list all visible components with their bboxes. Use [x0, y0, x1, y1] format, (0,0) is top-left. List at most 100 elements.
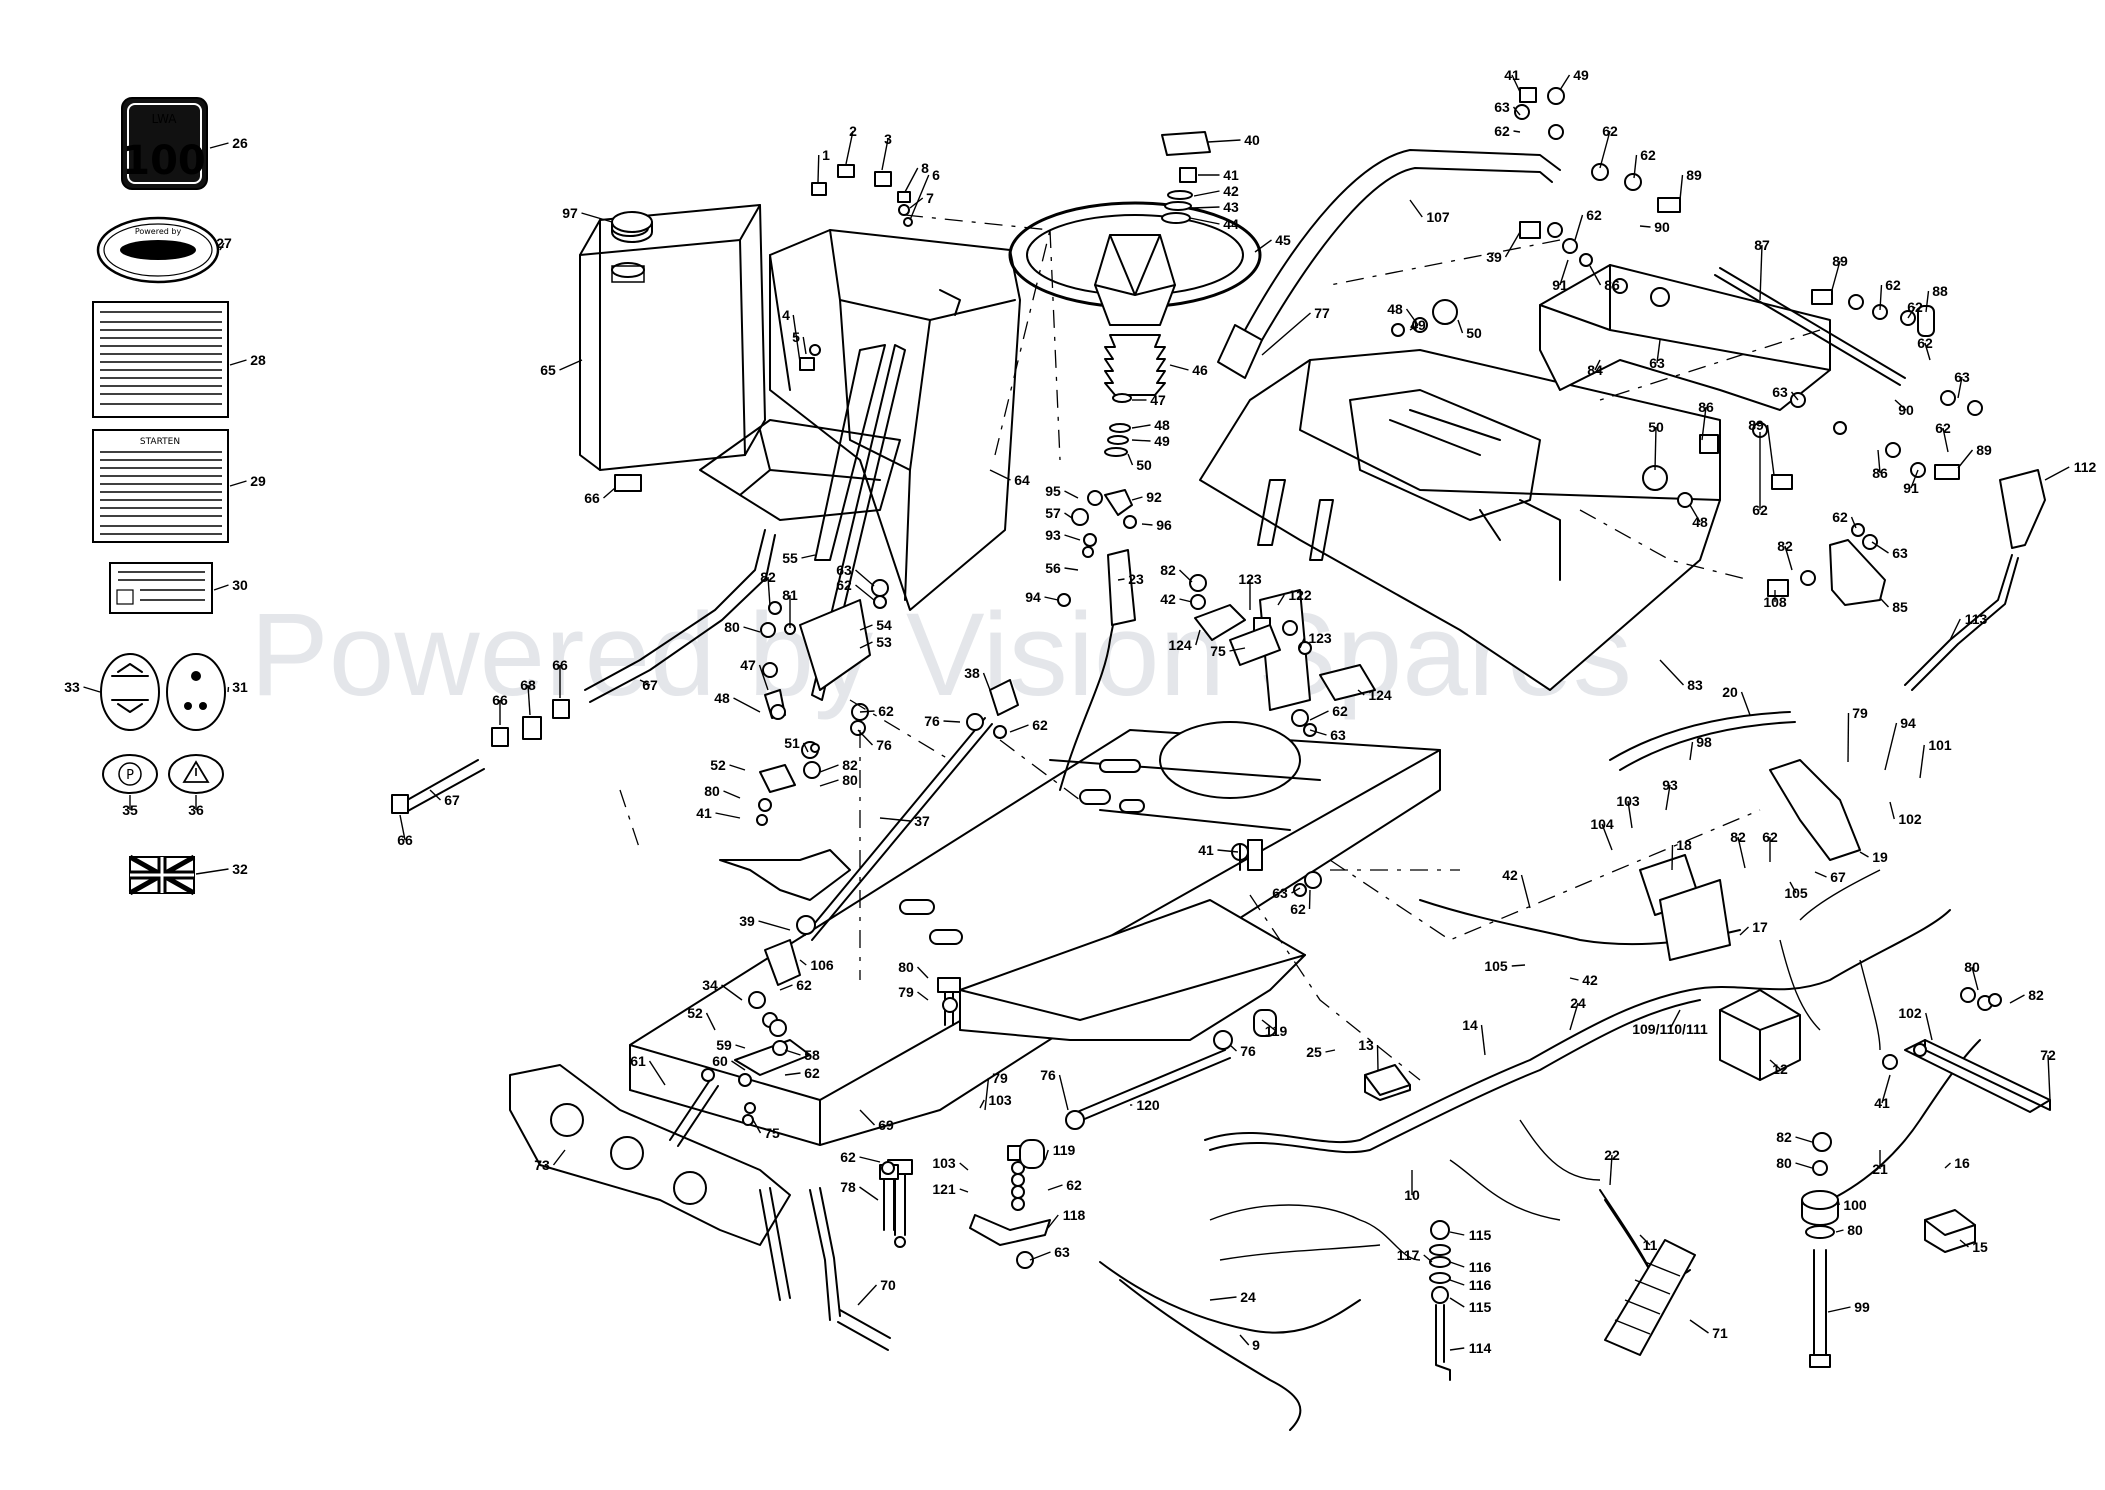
- callout-63: 63: [1494, 99, 1510, 115]
- callout-leader-66: [603, 487, 616, 499]
- callout-75: 75: [764, 1125, 780, 1141]
- callout-leader-73: [552, 1149, 566, 1166]
- callout-leader-28: [229, 359, 247, 366]
- callout-18: 18: [1676, 837, 1692, 853]
- callout-leader-78: [859, 1186, 879, 1201]
- callout-35: 35: [122, 802, 138, 818]
- callout-82: 82: [1730, 829, 1746, 845]
- bracket-85: [1829, 539, 1886, 606]
- callout-leader-88: [1925, 290, 1930, 313]
- callout-leader-97: [581, 212, 613, 223]
- callout-leader-42: [1193, 190, 1220, 197]
- tank-foot-66: [614, 474, 642, 492]
- callout-33: 33: [64, 679, 80, 695]
- connector-15: [1924, 1209, 1976, 1253]
- callout-leader-100: [1837, 1199, 1840, 1206]
- callout-leader-75: [1229, 647, 1246, 652]
- callout-leader-94: [1044, 596, 1059, 601]
- callout-122: 122: [1288, 587, 1312, 603]
- decal-briggs-stratton: Powered by BRIGGS & STRATTON: [96, 216, 220, 284]
- callout-leader-89: [1957, 449, 1974, 469]
- callout-leader-56: [1064, 567, 1079, 571]
- callout-25: 25: [1306, 1044, 1322, 1060]
- callout-leader-42: [1569, 977, 1579, 981]
- callout-leader-113: [1949, 618, 1961, 641]
- callout-leader-39: [758, 920, 791, 931]
- callout-78: 78: [840, 1179, 856, 1195]
- callout-leader-62: [1513, 130, 1521, 133]
- callout-leader-93: [1665, 784, 1671, 811]
- callout-105: 105: [1784, 885, 1808, 901]
- callout-leader-47: [758, 664, 769, 691]
- callout-leader-66: [399, 814, 406, 841]
- front-left-fasteners: [701, 915, 961, 1231]
- callout-30: 30: [232, 577, 248, 593]
- callout-leader-39: [1504, 231, 1521, 258]
- callout-leader-105: [1789, 881, 1797, 894]
- callout-117: 117: [1397, 1247, 1420, 1263]
- callout-28: 28: [250, 352, 266, 368]
- callout-91: 91: [1903, 480, 1919, 496]
- callout-leader-50: [1457, 319, 1464, 334]
- callout-86: 86: [1604, 277, 1620, 293]
- callout-leader-124: [1195, 629, 1201, 646]
- callout-leader-13: [1376, 1044, 1379, 1071]
- callout-94: 94: [1900, 715, 1916, 731]
- callout-leader-112: [2044, 466, 2070, 481]
- callout-81: 81: [782, 587, 798, 603]
- callout-47: 47: [740, 657, 756, 673]
- callout-leader-24: [1569, 1002, 1579, 1031]
- callout-96: 96: [1156, 517, 1172, 533]
- callout-leader-82: [819, 764, 839, 773]
- callout-83: 83: [1687, 677, 1703, 693]
- callout-116: 116: [1469, 1259, 1492, 1275]
- callout-113: 113: [1965, 611, 1988, 627]
- callout-leader-33: [83, 686, 101, 693]
- callout-124: 124: [1168, 637, 1192, 653]
- callout-68: 68: [520, 677, 536, 693]
- callout-leader-52: [729, 764, 746, 771]
- callout-leader-93: [1064, 534, 1081, 541]
- callout-leader-76: [857, 729, 874, 746]
- callout-47: 47: [1150, 392, 1166, 408]
- callout-leader-90: [1894, 399, 1907, 411]
- callout-leader-64: [989, 469, 1011, 481]
- callout-leader-27: [219, 242, 225, 251]
- callout-100: 100: [1843, 1197, 1867, 1213]
- callout-7: 7: [926, 190, 934, 206]
- callout-leader-79: [917, 991, 929, 1001]
- callout-114: 114: [1469, 1340, 1492, 1356]
- callout-29: 29: [250, 473, 266, 489]
- callout-116: 116: [1469, 1277, 1492, 1293]
- callout-41: 41: [1198, 842, 1214, 858]
- callout-leader-99: [1827, 1306, 1851, 1313]
- callout-62: 62: [840, 1149, 856, 1165]
- callout-103: 103: [932, 1155, 956, 1171]
- callout-leader-76: [1229, 1044, 1237, 1052]
- callout-8: 8: [921, 160, 929, 176]
- callout-5: 5: [792, 329, 800, 345]
- callout-6: 6: [932, 167, 940, 183]
- callout-62: 62: [1752, 502, 1768, 518]
- callout-leader-62: [1309, 710, 1329, 721]
- callout-55: 55: [782, 550, 798, 566]
- callout-45: 45: [1275, 232, 1291, 248]
- callout-leader-62: [859, 1156, 881, 1163]
- callout-leader-63: [1029, 1251, 1051, 1261]
- callout-leader-75: [751, 1117, 762, 1134]
- callout-leader-119: [1044, 1149, 1049, 1161]
- callout-41: 41: [1223, 167, 1239, 183]
- callout-leader-86: [1877, 449, 1881, 474]
- briggs-mid-text: BRIGGS & STRATTON: [121, 247, 195, 255]
- callout-leader-29: [229, 480, 247, 487]
- callout-leader-96: [1141, 523, 1153, 526]
- callout-leader-62: [1850, 516, 1857, 529]
- callout-leader-9: [1239, 1334, 1250, 1346]
- callout-leader-4: [792, 314, 801, 363]
- callout-77: 77: [1314, 305, 1330, 321]
- callout-67: 67: [444, 792, 460, 808]
- callout-19: 19: [1872, 849, 1888, 865]
- callout-leader-65: [559, 359, 583, 371]
- callout-52: 52: [687, 1005, 703, 1021]
- decal-warning-36: [168, 754, 224, 794]
